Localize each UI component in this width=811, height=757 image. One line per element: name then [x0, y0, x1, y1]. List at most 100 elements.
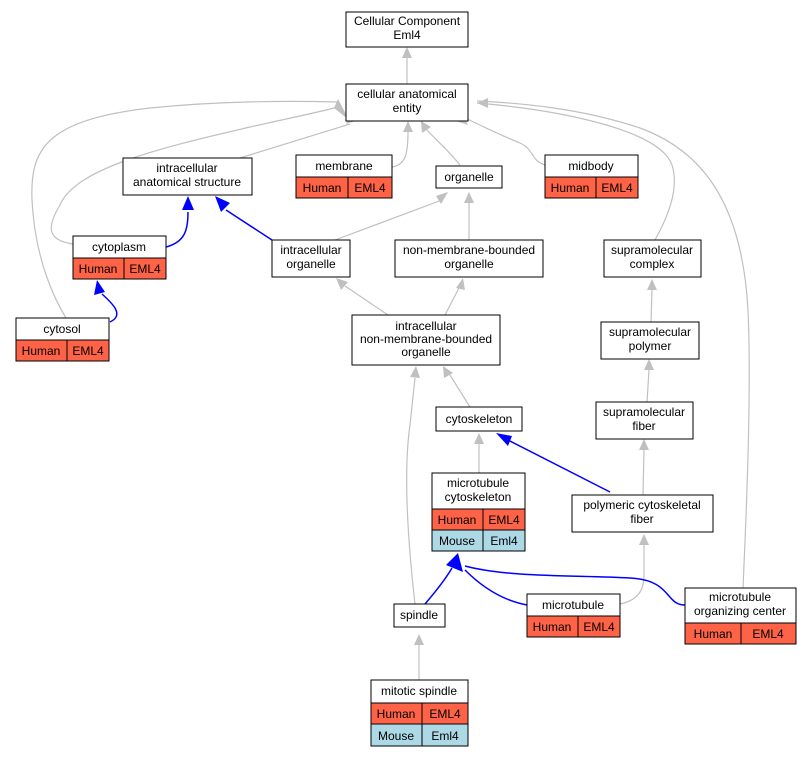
node-non-membrane-bounded-organelle[interactable]: non-membrane-bounded organelle — [394, 239, 544, 278]
arrowhead-root — [402, 47, 412, 58]
gene-label: EML4 — [488, 513, 520, 527]
gene-cell — [347, 176, 393, 199]
node-label-line: microtubule — [542, 598, 604, 612]
edge-io-organelle — [334, 199, 443, 241]
node-intracellular-anatomical-structure[interactable]: intracellular anatomical structure — [122, 157, 253, 196]
arrowhead-nmbo — [456, 278, 465, 290]
edge-inmbo-nmbo — [444, 285, 461, 316]
node-label-line: supramolecular — [611, 243, 693, 257]
arrowhead-pcf — [639, 534, 649, 545]
edge-spindle-mtcyto — [424, 567, 453, 605]
species-label: Mouse — [378, 729, 414, 743]
edge-cytoplasm-ias — [165, 211, 189, 248]
species-label: Human — [79, 262, 118, 276]
node-cytosol[interactable]: cytosol Human EML4 — [15, 317, 110, 362]
edge-supfiber-suppolymer — [646, 369, 650, 403]
arrowhead-cae-3 — [403, 121, 413, 132]
node-label-line: mitotic spindle — [381, 684, 457, 698]
species-label: Human — [303, 181, 342, 195]
node-intracellular-organelle[interactable]: intracellular organelle — [271, 239, 351, 278]
node-label-line: organizing center — [694, 604, 786, 618]
node-label-line: organelle — [444, 257, 494, 271]
nodes: Cellular Component Eml4 cellular anatomi… — [15, 11, 797, 747]
edge-organelle-cae — [426, 129, 461, 166]
node-microtubule-organizing-center[interactable]: microtubule organizing center Human EML4 — [684, 587, 797, 645]
gene-label: EML4 — [354, 181, 386, 195]
species-label: Human — [438, 513, 477, 527]
edge-io-ias — [225, 209, 276, 243]
node-spindle[interactable]: spindle — [393, 603, 446, 628]
node-label-line: organelle — [444, 170, 494, 184]
arrowhead-cae-6 — [477, 98, 488, 108]
node-label-line: non-membrane-bounded — [403, 243, 535, 257]
node-label-line: complex — [630, 257, 675, 271]
node-label-line: membrane — [315, 159, 373, 173]
node-label-line: fiber — [630, 512, 653, 526]
node-supramolecular-polymer[interactable]: supramolecular polymer — [600, 321, 700, 360]
gene-label: EML4 — [752, 627, 784, 641]
arrowhead-cytoplasm — [94, 280, 105, 295]
node-cellular-anatomical-entity[interactable]: cellular anatomical entity — [345, 83, 469, 122]
edge-cytoskeleton-inmbo — [449, 374, 471, 408]
arrowhead-supcomplex — [647, 279, 657, 290]
node-label-line: Cellular Component — [354, 14, 461, 28]
edge-mtoc-cae — [476, 100, 750, 589]
node-microtubule[interactable]: microtubule Human EML4 — [526, 593, 621, 638]
gene-cell — [577, 615, 621, 638]
node-cytoplasm[interactable]: cytoplasm Human EML4 — [72, 235, 167, 280]
edge-pcf-cytoskeleton — [507, 439, 611, 493]
node-microtubule-cytoskeleton[interactable]: microtubule cytoskeleton Human EML4 Mous… — [431, 472, 526, 552]
node-organelle[interactable]: organelle — [435, 165, 503, 189]
edge-supcomplex-cae — [476, 102, 675, 241]
node-label-line: Eml4 — [393, 28, 421, 42]
node-supramolecular-complex[interactable]: supramolecular complex — [603, 239, 702, 278]
node-membrane[interactable]: membrane Human EML4 — [295, 154, 393, 199]
node-cellular-component[interactable]: Cellular Component Eml4 — [345, 11, 469, 48]
node-label-line: entity — [393, 101, 422, 115]
gene-cell — [66, 339, 110, 362]
node-label-line: anatomical structure — [133, 175, 241, 189]
arrowhead-cytoskeleton-blue — [496, 433, 512, 446]
arrowhead-spindle — [414, 634, 424, 645]
node-label-line: organelle — [401, 345, 451, 359]
arrowhead-ias-1 — [182, 196, 194, 210]
node-label-line: organelle — [286, 257, 336, 271]
node-label-line: intracellular — [156, 161, 217, 175]
edge-microtubule-mtcyto — [464, 569, 528, 606]
node-midbody[interactable]: midbody Human EML4 — [544, 154, 639, 199]
node-label-line: spindle — [400, 608, 438, 622]
species-label: Human — [694, 627, 733, 641]
gene-cell — [482, 529, 526, 552]
node-cytoskeleton[interactable]: cytoskeleton — [435, 406, 523, 432]
node-supramolecular-fiber[interactable]: supramolecular fiber — [595, 401, 694, 440]
gene-cell — [740, 622, 797, 645]
node-label-line: midbody — [568, 159, 613, 173]
edge-microtubule-pcf — [619, 545, 645, 605]
node-label-line: fiber — [632, 419, 655, 433]
gene-label: EML4 — [583, 620, 615, 634]
node-intracellular-non-membrane-bounded-organelle[interactable]: intracellular non-membrane-bounded organ… — [351, 314, 501, 366]
arrowhead-inmbo-2 — [410, 366, 420, 378]
gene-label: EML4 — [601, 181, 633, 195]
edge-pcf-supfiber — [642, 449, 645, 496]
node-label-line: polymeric cytoskeletal — [583, 498, 700, 512]
edge-suppolymer-supcomplex — [650, 289, 653, 323]
arrowhead-suppolymer — [644, 359, 654, 370]
species-label: Human — [22, 344, 61, 358]
edge-mtoc-mtcyto — [464, 565, 686, 606]
node-mitotic-spindle[interactable]: mitotic spindle Human EML4 Mouse Eml4 — [370, 679, 469, 747]
node-polymeric-cytoskeletal-fiber[interactable]: polymeric cytoskeletal fiber — [571, 494, 714, 533]
gene-cell — [595, 176, 639, 199]
arrowhead-supfiber — [639, 439, 649, 450]
node-label-line: microtubule — [447, 476, 509, 490]
edge-cytosol-cytoplasm — [101, 293, 118, 323]
node-label-line: cytosol — [43, 322, 80, 336]
node-label-line: polymer — [629, 339, 672, 353]
gene-cell — [421, 723, 469, 747]
node-label-line: supramolecular — [609, 325, 691, 339]
species-label: Human — [533, 620, 572, 634]
node-label-line: intracellular — [395, 319, 456, 333]
arrowhead-organelle-2 — [464, 192, 474, 203]
arrowhead-io — [336, 278, 348, 290]
gene-label: Eml4 — [431, 729, 459, 743]
